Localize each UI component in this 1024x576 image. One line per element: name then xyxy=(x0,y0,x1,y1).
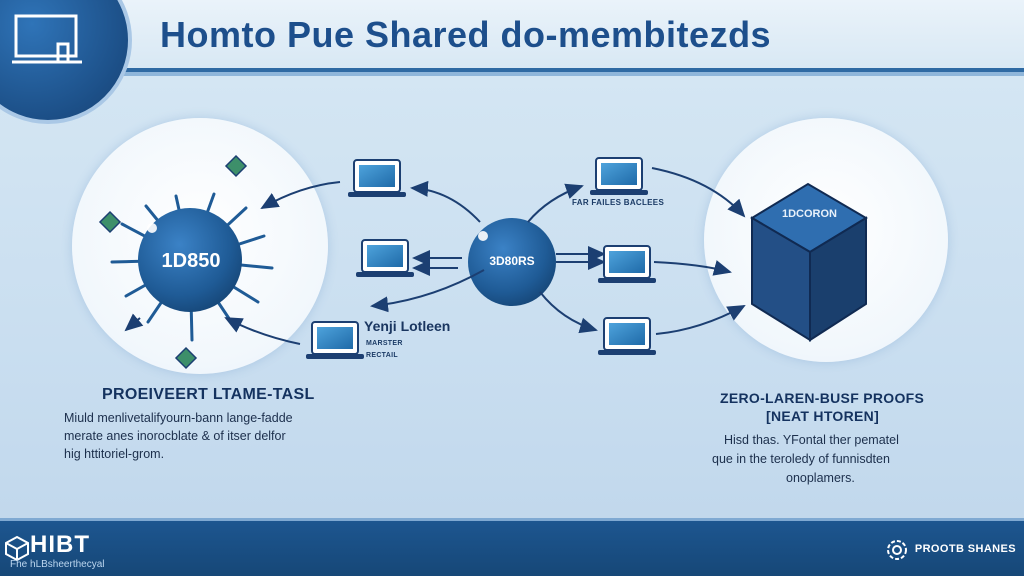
laptop-icon xyxy=(356,239,414,277)
laptop-icon xyxy=(306,321,364,359)
monitor-icon xyxy=(12,14,82,64)
center-caption-sub1: MARSTER xyxy=(366,340,403,347)
header-divider xyxy=(0,72,1024,76)
cube-logo-icon xyxy=(5,535,29,561)
left-heading: PROEIVEERT LTAME-TASL xyxy=(102,386,315,403)
center-node-label: 3D80RS xyxy=(489,254,535,268)
left-node-label: 1D850 xyxy=(161,250,221,272)
right-body-line-1: Hisd thas. YFontal ther pematel xyxy=(724,433,899,447)
laptop-icon xyxy=(348,159,406,197)
left-body-line-1: Miuld menlivetalifyourn-bann lange-fadde xyxy=(64,411,293,425)
footer-bar: HIBT Fhe hLBsheerthecyal PROOTB SHANES xyxy=(0,518,1024,576)
diagram-arrows xyxy=(124,167,746,345)
footer-right-label: PROOTB SHANES xyxy=(914,543,1016,555)
page-title: Homto Pue Shared do-membitezds xyxy=(160,14,772,55)
left-node-diamonds xyxy=(98,154,248,370)
left-body-line-3: hig httitoriel-grom. xyxy=(64,447,165,461)
right-sub-heading: [NEAT HTOREN] xyxy=(766,408,880,424)
cube-icon xyxy=(750,182,868,342)
center-caption-title: Yenji Lotleen xyxy=(364,318,451,334)
right-body-line-3: onoplamers. xyxy=(786,471,855,485)
header-bar xyxy=(0,0,1024,72)
center-node xyxy=(468,218,556,306)
gear-icon xyxy=(887,540,907,560)
top-right-label: FAR FAILES BACLEES xyxy=(572,198,665,207)
left-body-line-2: merate anes inorocblate & of itser delfo… xyxy=(64,429,286,443)
right-heading: ZERO-LAREN-BUSF PROOFS xyxy=(720,390,925,406)
footer-tagline: Fhe hLBsheerthecyal xyxy=(10,559,105,570)
laptop-icon xyxy=(590,157,648,195)
cube-label: 1DCORON xyxy=(782,208,838,220)
left-node xyxy=(138,208,242,312)
laptop-icon xyxy=(598,245,656,283)
center-caption-sub2: RECTAIL xyxy=(366,352,398,359)
footer-brand: HIBT xyxy=(30,531,90,558)
right-body-line-2: que in the teroledy of funnisdten xyxy=(712,452,890,466)
laptop-icon xyxy=(598,317,656,355)
